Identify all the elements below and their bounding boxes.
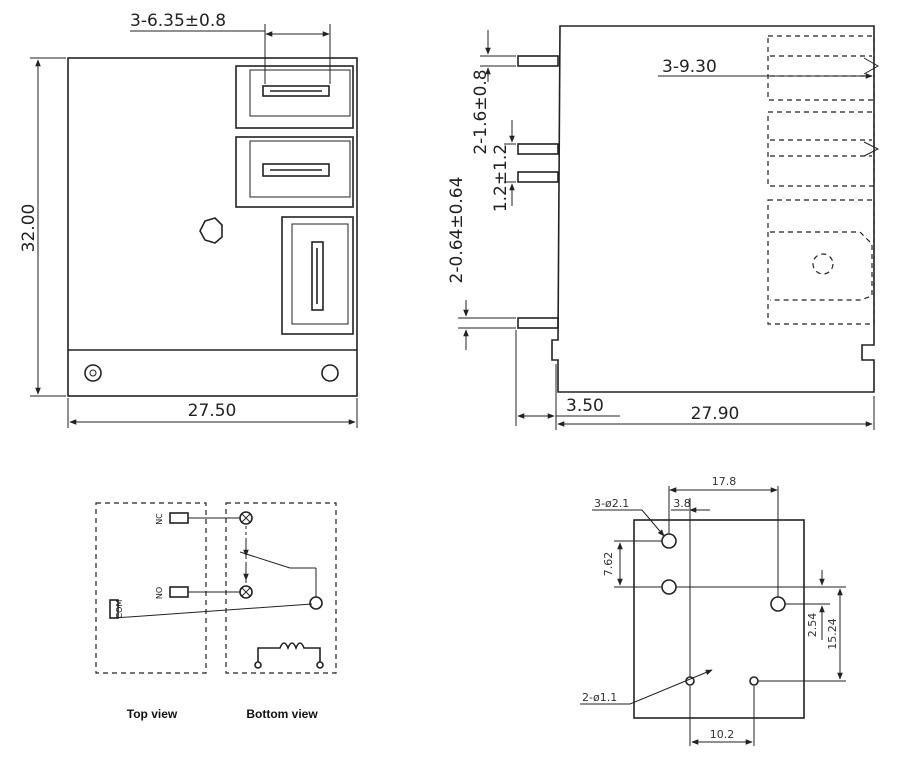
pin-top bbox=[517, 55, 559, 67]
dim-pin-thickness: 2-0.64±0.64 bbox=[447, 177, 467, 284]
dashed-terminal-3 bbox=[767, 199, 875, 325]
dim-depth: 27.90 bbox=[691, 404, 740, 424]
dim-15-24: 15.24 bbox=[826, 618, 839, 650]
dim-17-8: 17.8 bbox=[712, 475, 737, 488]
label-com: COM bbox=[115, 600, 124, 619]
coil-icon bbox=[257, 642, 321, 662]
schematic: NC NO COM Top view Bottom view bbox=[95, 502, 337, 721]
dim-small-holes: 2-ø1.1 bbox=[582, 691, 617, 704]
dashed-terminal-1 bbox=[767, 35, 880, 101]
dim-height: 32.00 bbox=[19, 204, 39, 253]
front-view: 27.50 32.00 3-6.35±0.8 bbox=[19, 11, 358, 428]
dim-offset: 3.50 bbox=[566, 396, 604, 416]
pcb-layout: 17.8 3.8 3-ø2.1 7.62 2.54 15.24 10.2 2-ø… bbox=[580, 475, 846, 746]
caption-top-view: Top view bbox=[127, 707, 178, 721]
dim-2-54: 2.54 bbox=[806, 613, 819, 638]
pin-mid-2 bbox=[517, 171, 559, 183]
no-contact-icon bbox=[239, 585, 253, 599]
dim-pin-width: 2-1.6±0.8 bbox=[471, 69, 491, 154]
side-view: 3-9.30 2-1.6±0.8 1.2±1.2 2-0.64±0.64 3.5… bbox=[447, 25, 880, 430]
pcb-outline bbox=[633, 519, 805, 719]
relay-side-outline bbox=[551, 25, 875, 393]
nc-terminal bbox=[169, 512, 189, 524]
relay-body-outline bbox=[67, 57, 358, 397]
top-view-box bbox=[95, 502, 207, 674]
bottom-view-box bbox=[225, 502, 337, 674]
quick-connect-terminal-3 bbox=[281, 216, 354, 335]
nut-icon bbox=[199, 217, 223, 244]
dim-terminal-length: 3-9.30 bbox=[662, 57, 717, 77]
hole-large-1 bbox=[661, 533, 677, 549]
hole-large-2 bbox=[661, 579, 677, 595]
label-nc: NC bbox=[155, 513, 164, 525]
dim-10-2: 10.2 bbox=[710, 728, 735, 741]
pin-bottom bbox=[517, 317, 559, 329]
dashed-terminal-2 bbox=[767, 111, 880, 187]
dim-7-62: 7.62 bbox=[602, 552, 615, 577]
dim-3-8: 3.8 bbox=[673, 497, 691, 510]
dim-width: 27.50 bbox=[188, 401, 237, 421]
caption-bottom-view: Bottom view bbox=[246, 707, 318, 721]
no-terminal bbox=[169, 586, 189, 598]
quick-connect-terminal-2 bbox=[235, 136, 354, 208]
mount-hole-left bbox=[84, 364, 102, 382]
dim-large-holes: 3-ø2.1 bbox=[594, 497, 629, 510]
mount-hole-right bbox=[321, 364, 339, 382]
hole-large-3 bbox=[770, 596, 786, 612]
dim-pin-spacing: 1.2±1.2 bbox=[491, 144, 511, 212]
hole-small-2 bbox=[749, 676, 759, 686]
label-no: NO bbox=[155, 587, 164, 599]
pin-mid-1 bbox=[517, 143, 559, 155]
dim-terminal-width: 3-6.35±0.8 bbox=[130, 11, 226, 31]
quick-connect-terminal-1 bbox=[235, 65, 354, 129]
com-pivot-icon bbox=[309, 596, 323, 610]
nc-contact-icon bbox=[239, 511, 253, 525]
